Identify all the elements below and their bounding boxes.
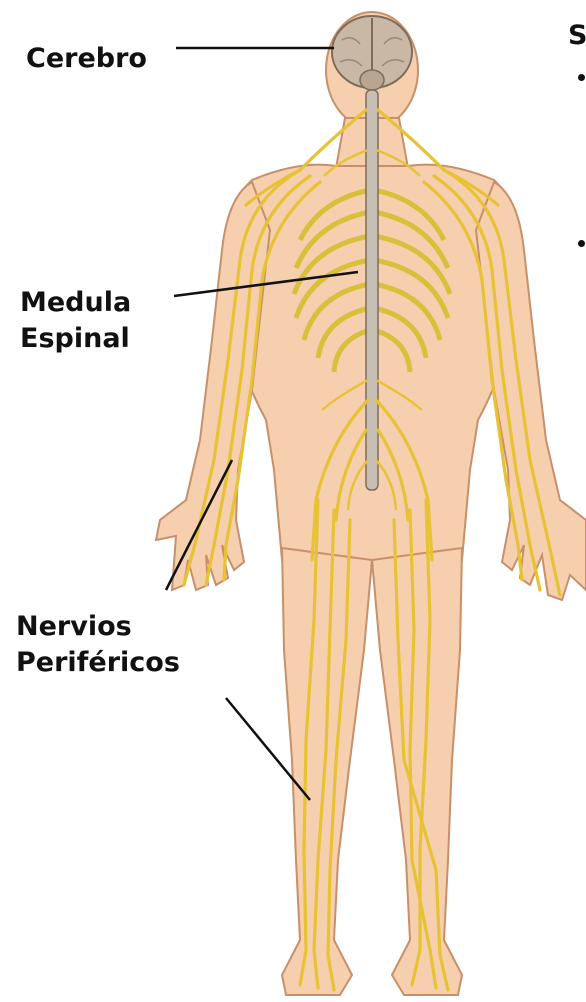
cropped-heading: S <box>568 20 586 51</box>
cropped-bullet-1 <box>578 74 585 81</box>
label-medula-line2: Espinal <box>20 321 131 357</box>
label-nervios-line1: Nervios <box>16 609 180 645</box>
label-medula-line1: Medula <box>20 285 131 321</box>
label-nervios-line2: Periféricos <box>16 645 180 681</box>
label-nervios-perifericos: Nervios Periféricos <box>16 609 180 681</box>
label-medula-espinal: Medula Espinal <box>20 285 131 357</box>
cropped-bullet-2 <box>578 240 585 247</box>
brain-icon <box>332 16 412 90</box>
label-cerebro: Cerebro <box>26 41 147 77</box>
